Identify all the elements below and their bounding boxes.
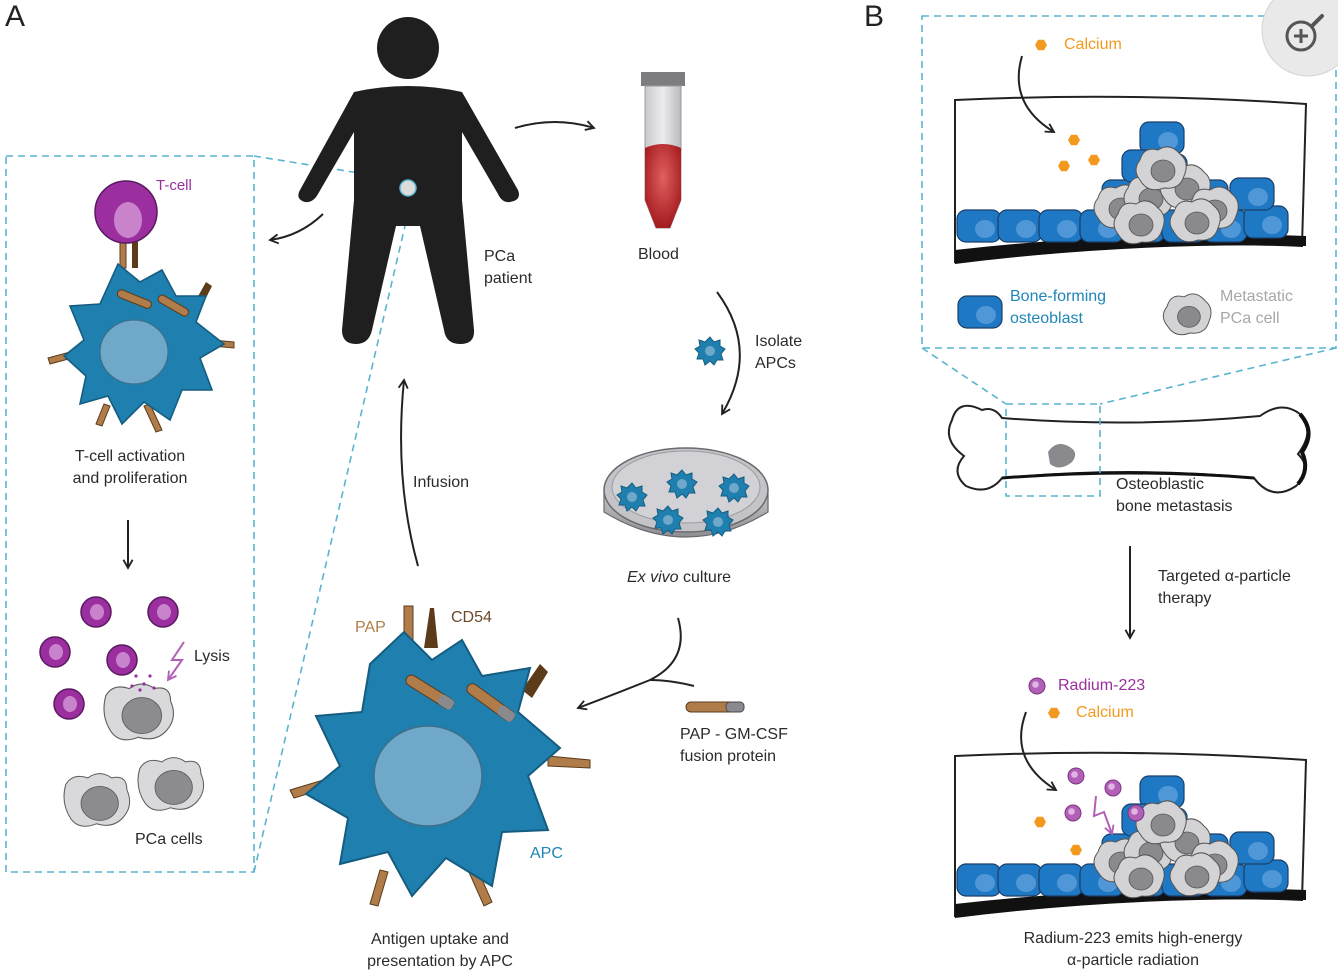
legend-metastatic-icon: [1162, 293, 1212, 336]
tcell-zoom-box: [5, 155, 255, 873]
patient-figure: [298, 17, 519, 344]
arrow-patient-to-tcell: [270, 213, 324, 240]
fusion-label: PAP - GM-CSF fusion protein: [680, 726, 788, 765]
bone-section-top: [954, 95, 1308, 264]
lysis-scene: [39, 596, 205, 827]
zoom-connector-bottom: [253, 195, 413, 873]
tcell-label: T-cell: [156, 177, 192, 194]
isolated-apc-icon: [694, 336, 726, 366]
arrow-radium-in: [1020, 711, 1056, 790]
panel-a: [5, 17, 769, 907]
bone-zoom-box: [921, 15, 1337, 349]
arrow-infusion: [401, 380, 419, 567]
culture-rest: culture: [678, 569, 732, 586]
calcium-icon: [1035, 39, 1047, 51]
tcell-apc-interaction: [47, 180, 235, 433]
calcium2-label: Calcium: [1076, 704, 1134, 721]
injection-site: [399, 179, 417, 197]
calcium2-icon: [1048, 707, 1060, 719]
bone-section-bottom: [954, 751, 1308, 918]
bone-met-label: Osteoblastic bone metastasis: [1116, 476, 1233, 515]
fusion-protein-icon: [685, 701, 745, 713]
arrow-isolate: [716, 291, 741, 414]
emits-label: Radium-223 emits high-energy α-particle …: [1023, 930, 1243, 969]
blood-label: Blood: [638, 246, 679, 263]
culture-label: Ex vivo culture: [627, 567, 731, 589]
panel-b: [921, 15, 1337, 918]
pap-label: PAP: [355, 619, 386, 636]
panel-b-label: B: [864, 0, 885, 33]
apc-label: APC: [530, 845, 563, 862]
legend-osteoblast-icon: [957, 295, 1003, 329]
blood-tube: [641, 72, 685, 229]
zoom-in-button[interactable]: [1261, 0, 1338, 77]
osteoblast-label: Bone-forming osteoblast: [1010, 288, 1107, 327]
petri-dish: [603, 447, 769, 538]
radium-label: Radium-223: [1058, 677, 1146, 694]
infusion-label: Infusion: [413, 474, 470, 491]
zoom-in-icon: [1285, 14, 1324, 52]
therapy-label: Targeted α-particle therapy: [1158, 568, 1291, 607]
calcium-label: Calcium: [1064, 36, 1122, 53]
lysis-bolt-icon: [168, 641, 185, 680]
activation-label: T-cell activation and proliferation: [72, 448, 188, 487]
arrow-fusion-join: [649, 679, 695, 687]
patient-label: PCa patient: [484, 248, 533, 287]
metastasis-lesion: [1048, 444, 1076, 468]
cd54-label: CD54: [451, 609, 492, 626]
arrow-calcium-in: [1017, 55, 1054, 132]
isolate-label: Isolate APCs: [755, 333, 803, 372]
arrow-patient-to-blood: [514, 122, 594, 128]
bone-zoom-marker: [1005, 403, 1101, 497]
radium-icon: [1028, 677, 1046, 695]
alpha-radiation-icon: [1092, 795, 1112, 834]
lysis-label: Lysis: [194, 648, 230, 665]
big-apc-cell: [289, 605, 591, 907]
metastatic-label: Metastatic PCa cell: [1220, 288, 1293, 327]
bone: [948, 403, 1311, 497]
arrow-culture-to-apc: [578, 617, 682, 708]
uptake-label: Antigen uptake and presentation by APC: [367, 931, 513, 970]
culture-italic: Ex vivo: [627, 569, 679, 586]
panel-a-label: A: [5, 0, 26, 33]
pca-cells-label: PCa cells: [135, 831, 203, 848]
